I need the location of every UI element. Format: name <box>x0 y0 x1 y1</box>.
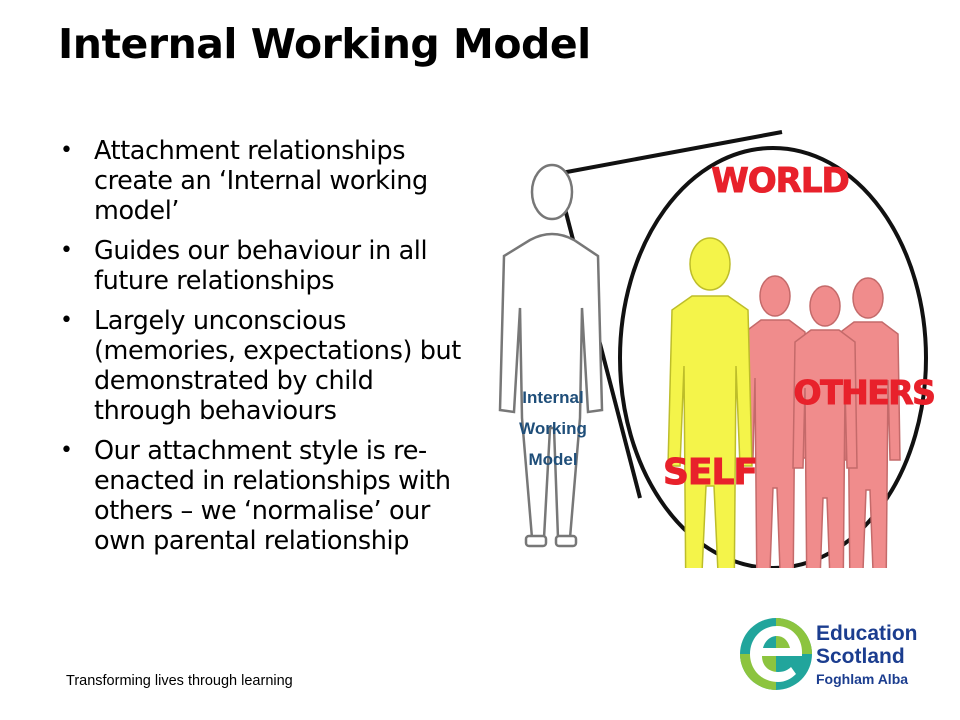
body-label-line1: Internal <box>522 388 583 407</box>
bullet-item: • Largely unconscious (memories, expectat… <box>58 306 478 426</box>
zoom-line-top <box>555 130 783 176</box>
internal-working-model-figure: Internal Working Model WORLD OTHERS SELF <box>498 130 935 568</box>
body-label-line2: Working <box>519 419 587 438</box>
bullet-icon: • <box>60 238 73 263</box>
logo-line-education: Education <box>816 622 918 645</box>
others-people-icon <box>742 275 901 568</box>
bullet-icon: • <box>60 308 73 333</box>
bullet-item: • Guides our behaviour in all future rela… <box>58 236 478 296</box>
body-label-line3: Model <box>528 450 577 469</box>
others-label: OTHERS <box>794 373 935 412</box>
world-label: WORLD <box>711 161 848 201</box>
bullet-icon: • <box>60 438 73 463</box>
footer-tagline: Transforming lives through learning <box>66 673 293 689</box>
bullet-text: Our attachment style is re-enacted in re… <box>94 436 451 556</box>
bullet-item: • Attachment relationships create an ‘Int… <box>58 136 478 226</box>
bullet-text: Attachment relationships create an ‘Inte… <box>94 136 428 226</box>
slide-title: Internal Working Model <box>58 20 591 68</box>
self-label: SELF <box>663 452 757 493</box>
bullet-icon: • <box>60 138 73 163</box>
bullet-text: Guides our behaviour in all future relat… <box>94 236 428 296</box>
education-scotland-logo-icon <box>740 618 812 690</box>
outline-person-icon <box>498 163 604 548</box>
self-person-icon <box>667 237 753 568</box>
bullet-text: Largely unconscious (memories, expectati… <box>94 306 461 426</box>
bullet-item: • Our attachment style is re-enacted in r… <box>58 436 478 556</box>
logo-line-foghlam-alba: Foghlam Alba <box>816 671 909 687</box>
logo-line-scotland: Scotland <box>816 645 905 668</box>
bullet-list: • Attachment relationships create an ‘Int… <box>58 136 478 566</box>
